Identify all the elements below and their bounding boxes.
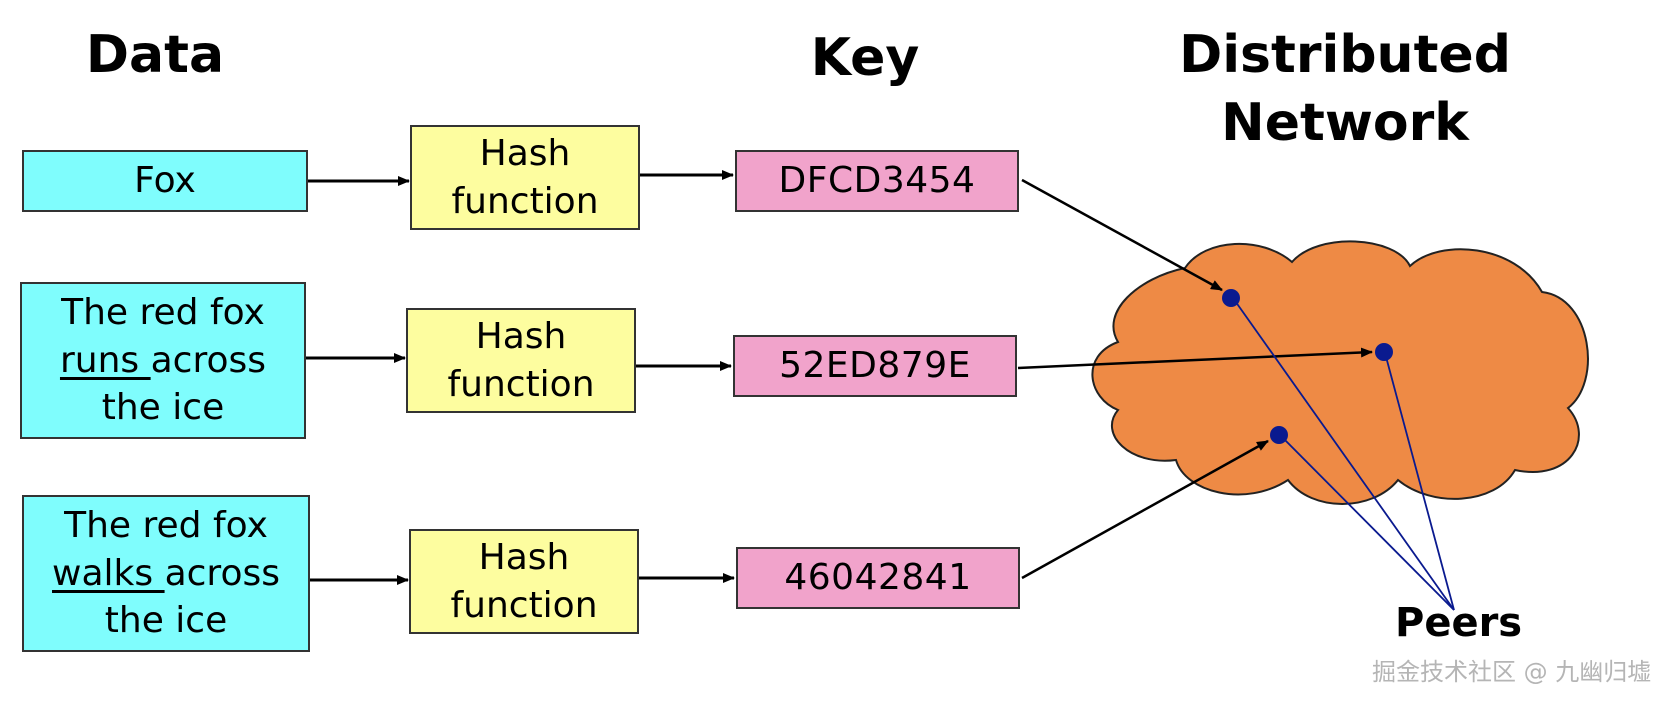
hash-text-1: Hash function <box>451 130 598 225</box>
peers-label: Peers <box>1395 600 1523 646</box>
hash-line1: Hash <box>478 536 570 578</box>
key-text-2: 52ED879E <box>779 345 971 387</box>
data-line3: the ice <box>101 387 225 429</box>
peer-node-1 <box>1222 289 1240 307</box>
heading-key: Key <box>810 28 920 88</box>
key-box-2: 52ED879E <box>733 335 1017 397</box>
data-line1: The red fox <box>61 292 265 334</box>
hash-function-box-2: Hash function <box>406 308 636 413</box>
hash-line2: function <box>450 584 598 626</box>
data-text-1: Fox <box>134 160 196 202</box>
hash-function-box-1: Hash function <box>410 125 640 230</box>
peer-node-2 <box>1375 343 1393 361</box>
data-line1: The red fox <box>64 505 268 547</box>
hash-line1: Hash <box>479 132 571 174</box>
hash-line2: function <box>447 363 595 405</box>
peer-pointer-line-1 <box>1232 297 1455 611</box>
data-box-3: The red fox walks across the ice <box>22 495 310 652</box>
key-text-1: DFCD3454 <box>778 160 976 202</box>
key-box-3: 46042841 <box>736 547 1020 609</box>
hash-line1: Hash <box>475 315 567 357</box>
heading-data: Data <box>85 25 225 85</box>
hash-line2: function <box>451 180 599 222</box>
hash-text-3: Hash function <box>450 534 597 629</box>
data-line2: walks across <box>52 550 280 598</box>
data-box-1: Fox <box>22 150 308 212</box>
data-text-3: The red fox walks across the ice <box>52 502 280 645</box>
peer-pointer-line-3 <box>1279 434 1455 611</box>
heading-network-line2: Network <box>1221 92 1469 153</box>
data-line3: the ice <box>104 600 228 642</box>
arrow-key-to-peer-1 <box>1021 178 1223 292</box>
heading-distributed-network: Distributed Network <box>1170 22 1520 157</box>
watermark: 掘金技术社区 @ 九幽归墟 <box>1372 658 1652 686</box>
heading-network-line1: Distributed <box>1179 25 1511 85</box>
hash-function-box-3: Hash function <box>409 529 639 634</box>
data-line2: runs across <box>60 337 266 385</box>
data-underlined-word: walks <box>52 552 165 594</box>
data-line2-rest: across <box>164 552 280 594</box>
data-text-2: The red fox runs across the ice <box>60 289 266 432</box>
key-text-3: 46042841 <box>784 557 972 599</box>
hash-text-2: Hash function <box>447 313 594 408</box>
data-underlined-word: runs <box>59 339 151 381</box>
network-cloud <box>1091 240 1589 505</box>
peer-pointer-line-2 <box>1384 352 1455 611</box>
arrow-key-to-peer-3 <box>1021 439 1269 580</box>
data-box-2: The red fox runs across the ice <box>20 282 306 439</box>
data-line2-rest: across <box>150 339 267 381</box>
arrow-key-to-peer-2 <box>1017 347 1373 370</box>
peer-node-3 <box>1270 426 1288 444</box>
key-box-1: DFCD3454 <box>735 150 1019 212</box>
